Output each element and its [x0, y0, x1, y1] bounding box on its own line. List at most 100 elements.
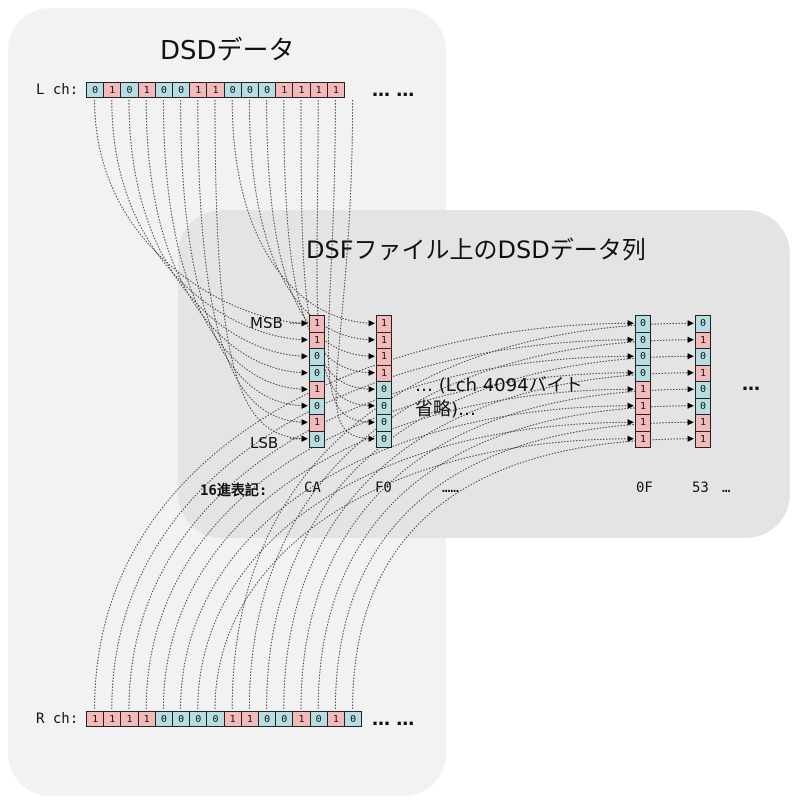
lsb-label: LSB	[250, 434, 279, 452]
l-wire-6	[197, 99, 308, 426]
r-channel-bit-0: 1	[86, 711, 105, 727]
byte-0-bit-6: 1	[309, 414, 325, 432]
byte-3-bit-0: 0	[695, 315, 711, 333]
r-wire-14	[334, 419, 694, 710]
r-channel-bit-12: 1	[292, 711, 311, 727]
r-wire-2	[128, 353, 634, 710]
l-channel-bit-8: 0	[223, 82, 242, 98]
r-channel-bit-3: 1	[137, 711, 156, 727]
byte-0-bit-2: 0	[309, 348, 325, 366]
r-wire-3	[145, 369, 634, 710]
dsd-panel-title: DSDデータ	[160, 36, 295, 66]
l-channel-bit-4: 0	[154, 82, 173, 98]
l-wire-7	[214, 99, 308, 442]
r-channel-ellipsis: … …	[372, 709, 415, 730]
byte-2-bit-1: 0	[635, 331, 651, 349]
right-ellipsis: …	[742, 374, 760, 395]
r-channel-bit-14: 1	[326, 711, 345, 727]
omitted-bytes-note: … (Lch 4094バイト 省略)…	[415, 374, 583, 422]
l-wire-15	[335, 99, 375, 442]
r-wire-6	[197, 419, 634, 710]
l-wire-12	[300, 99, 375, 393]
byte-2-bit-3: 0	[635, 364, 651, 382]
r-channel-bit-13: 0	[309, 711, 328, 727]
l-channel-bit-14: 1	[326, 82, 345, 98]
l-channel-bit-13: 1	[309, 82, 328, 98]
r-wire-8	[231, 320, 694, 710]
l-wire-11	[283, 99, 375, 376]
l-wire-3	[145, 99, 308, 376]
r-wire-4	[162, 386, 634, 710]
byte-2-bit-4: 1	[635, 381, 651, 399]
l-channel-bit-2: 0	[120, 82, 139, 98]
l-wire-13	[316, 99, 375, 409]
r-channel-label: R ch:	[36, 711, 79, 727]
hex-ellipsis-mid: ……	[442, 480, 459, 496]
l-wire-4	[162, 99, 308, 393]
r-channel-bit-11: 0	[275, 711, 294, 727]
byte-2-bit-2: 0	[635, 348, 651, 366]
omitted-note-line2: 省略)…	[415, 399, 477, 420]
byte-0-bit-0: 1	[309, 315, 325, 333]
byte-2-bit-5: 1	[635, 397, 651, 415]
byte-3-bit-2: 0	[695, 348, 711, 366]
r-channel-bit-9: 1	[240, 711, 259, 727]
byte-1-bit-2: 1	[376, 348, 392, 366]
byte-3-bit-1: 1	[695, 331, 711, 349]
byte-1-bit-6: 0	[376, 414, 392, 432]
hex-notation-label: 16進表記:	[200, 483, 268, 499]
r-channel-bit-10: 0	[258, 711, 277, 727]
r-channel-bit-4: 0	[154, 711, 173, 727]
hex-ellipsis-end: …	[722, 480, 731, 496]
hex-value-3: 53	[692, 480, 709, 496]
r-channel-bit-5: 0	[172, 711, 191, 727]
byte-1-bit-0: 1	[376, 315, 392, 333]
byte-2-bit-7: 1	[635, 430, 651, 448]
l-wire-5	[180, 99, 308, 409]
r-channel-bit-8: 1	[223, 711, 242, 727]
byte-3-bit-5: 0	[695, 397, 711, 415]
byte-3-bit-6: 1	[695, 414, 711, 432]
r-wire-1	[111, 336, 634, 710]
r-channel-bit-1: 1	[103, 711, 122, 727]
r-wire-13	[317, 402, 694, 710]
l-channel-bit-1: 1	[103, 82, 122, 98]
l-channel-bit-9: 0	[240, 82, 259, 98]
byte-1-bit-7: 0	[376, 430, 392, 448]
r-wire-7	[214, 435, 634, 710]
l-channel-bit-5: 0	[172, 82, 191, 98]
r-wire-9	[248, 336, 694, 710]
r-channel-bit-2: 1	[120, 711, 139, 727]
l-channel-bit-3: 1	[137, 82, 156, 98]
byte-0-bit-7: 0	[309, 430, 325, 448]
l-wire-0	[94, 99, 308, 327]
byte-1-bit-1: 1	[376, 331, 392, 349]
byte-1-bit-3: 1	[376, 364, 392, 382]
byte-0-bit-5: 0	[309, 397, 325, 415]
byte-3-bit-4: 0	[695, 381, 711, 399]
l-wire-10	[266, 99, 375, 360]
byte-3-bit-3: 1	[695, 364, 711, 382]
r-channel-bit-7: 0	[206, 711, 225, 727]
byte-3-bit-7: 1	[695, 430, 711, 448]
byte-0-bit-4: 1	[309, 381, 325, 399]
l-wire-9	[248, 99, 375, 343]
omitted-note-line1: … (Lch 4094バイト	[415, 375, 583, 396]
l-wire-14	[327, 99, 375, 426]
l-channel-ellipsis: … …	[372, 80, 415, 101]
hex-value-2: 0F	[636, 480, 653, 496]
r-wire-11	[283, 369, 694, 710]
hex-value-0: CA	[304, 480, 321, 496]
r-wire-5	[180, 402, 634, 710]
dsf-panel-title: DSFファイル上のDSDデータ列	[306, 236, 646, 264]
byte-1-bit-5: 0	[376, 397, 392, 415]
byte-2-bit-0: 0	[635, 315, 651, 333]
l-wire-8	[231, 99, 375, 327]
byte-2-bit-6: 1	[635, 414, 651, 432]
byte-0-bit-1: 1	[309, 331, 325, 349]
l-channel-bit-11: 1	[275, 82, 294, 98]
l-channel-bit-12: 1	[292, 82, 311, 98]
r-wire-0	[94, 320, 634, 710]
r-wire-15	[352, 435, 694, 710]
